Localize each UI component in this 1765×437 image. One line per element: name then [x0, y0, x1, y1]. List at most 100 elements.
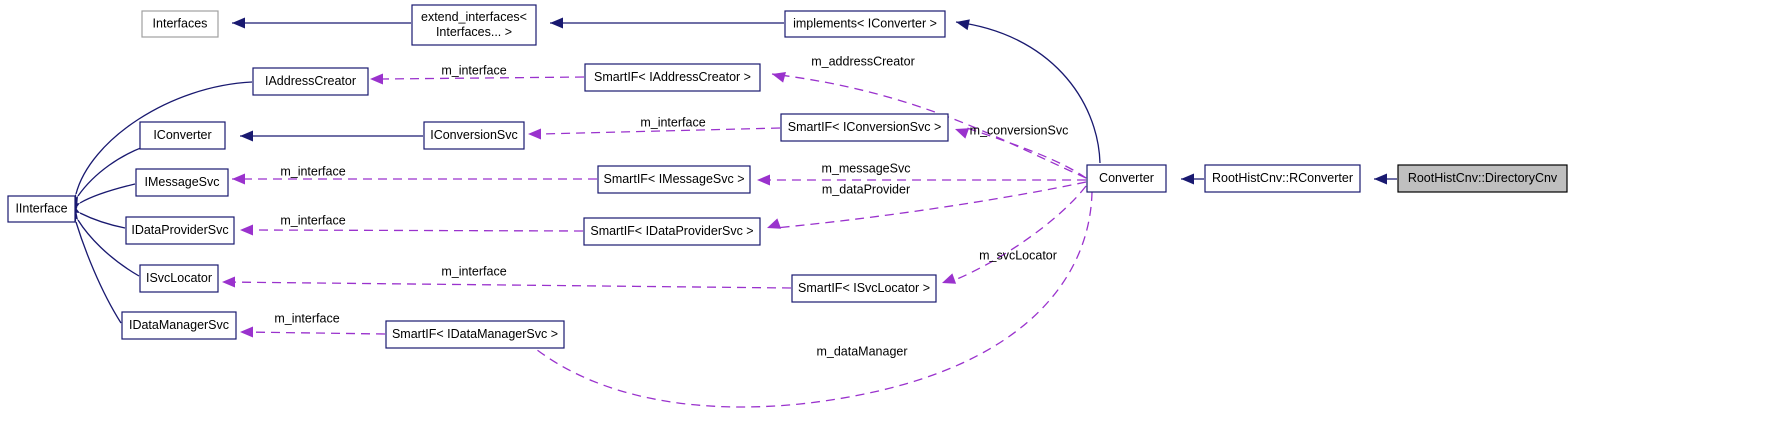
inheritance-edge: [79, 183, 136, 204]
class-node-box[interactable]: [1397, 164, 1568, 193]
inheritance-arrow-icon: [956, 19, 970, 31]
class-node-smartif_isvclocator[interactable]: SmartIF< ISvcLocator >: [791, 274, 937, 303]
class-node-box[interactable]: [141, 10, 219, 38]
class-node-label: RootHistCnv::RConverter: [1212, 171, 1353, 185]
usage-arrow-icon: [767, 218, 782, 229]
class-node-box[interactable]: [252, 67, 369, 96]
class-node-box[interactable]: [597, 165, 751, 194]
edge-label-lbl-m_interface-messagesvc: m_interface: [280, 164, 345, 178]
inheritance-arrow-icon-group: [956, 19, 970, 31]
class-node-idatamanagersvc[interactable]: IDataManagerSvc: [121, 311, 237, 340]
usage-arrow-icon: [528, 128, 541, 140]
edge-label-lbl-m_interface-conversionsvc: m_interface: [640, 115, 705, 129]
class-node-iconversionsvc[interactable]: IConversionSvc: [423, 121, 525, 150]
edge-label-lbl-m_addressCreator: m_addressCreator: [811, 54, 915, 68]
class-node-smartif_iaddresscreator[interactable]: SmartIF< IAddressCreator >: [584, 63, 761, 92]
class-node-imessagesvc[interactable]: IMessageSvc: [135, 168, 229, 197]
usage-edge: [774, 181, 1087, 229]
class-node-idataprovidersvc[interactable]: IDataProviderSvc: [125, 216, 235, 245]
class-node-box[interactable]: [1086, 164, 1167, 193]
class-node-iconverter[interactable]: IConverter: [139, 121, 226, 150]
class-node-extend_interfaces[interactable]: extend_interfaces<Interfaces... >: [411, 4, 537, 46]
class-node-implements_iconverter[interactable]: implements< IConverter >: [784, 10, 946, 38]
class-node-box[interactable]: [583, 217, 761, 246]
usage-arrow-icon-group: [955, 128, 970, 139]
class-node-box[interactable]: [780, 113, 949, 142]
class-node-box[interactable]: [1204, 164, 1361, 193]
class-node-box[interactable]: [135, 168, 229, 197]
usage-arrow-icon: [757, 174, 770, 186]
class-node-iaddresscreator[interactable]: IAddressCreator: [252, 67, 369, 96]
usage-arrow-icon-group: [757, 174, 770, 186]
usage-arrow-icon: [232, 173, 245, 185]
usage-edge: [253, 229, 584, 232]
usage-arrow-icon-group: [528, 128, 541, 140]
usage-edge: [381, 76, 585, 80]
inheritance-arrow-icon: [550, 17, 563, 29]
class-node-box[interactable]: [121, 311, 237, 340]
class-node-label: IAddressCreator: [265, 74, 356, 88]
inheritance-edge: [77, 219, 140, 277]
class-node-label: IDataManagerSvc: [129, 318, 229, 332]
usage-arrow-icon-group: [942, 273, 957, 284]
class-node-box[interactable]: [784, 10, 946, 38]
class-node-label: Converter: [1099, 171, 1154, 185]
usage-arrow-icon: [222, 276, 235, 288]
usage-arrow-icon: [240, 326, 253, 338]
usage-edge: [221, 281, 792, 289]
inheritance-arrow-icon-group: [1374, 173, 1387, 185]
edge-label-lbl-m_conversionSvc: m_conversionSvc: [970, 123, 1069, 137]
edge-label-lbl-m_svcLocator: m_svcLocator: [979, 248, 1057, 262]
usage-arrow-icon-group: [222, 276, 235, 288]
usage-edge: [949, 185, 1087, 283]
inheritance-edge: [75, 221, 122, 324]
class-node-smartif_idataprovidersvc[interactable]: SmartIF< IDataProviderSvc >: [583, 217, 761, 246]
edge-label-lbl-m_interface-datamanagersvc: m_interface: [274, 311, 339, 325]
inheritance-arrow-icon: [1181, 173, 1194, 185]
class-node-box[interactable]: [584, 63, 761, 92]
inheritance-arrow-icon-group: [232, 17, 245, 29]
class-node-smartif_iconversionsvc[interactable]: SmartIF< IConversionSvc >: [780, 113, 949, 142]
class-node-label: SmartIF< IMessageSvc >: [603, 172, 744, 186]
class-node-label: SmartIF< IConversionSvc >: [788, 120, 942, 134]
class-node-box[interactable]: [423, 121, 525, 150]
class-node-box[interactable]: [791, 274, 937, 303]
inheritance-edge: [79, 212, 126, 229]
usage-arrow-icon: [370, 73, 383, 85]
usage-arrow-icon-group: [240, 224, 253, 236]
class-node-box[interactable]: [385, 320, 565, 349]
class-nodes: Interfaces extend_interfaces<Interfaces..…: [7, 4, 1568, 349]
class-node-smartif_imessagesvc[interactable]: SmartIF< IMessageSvc >: [597, 165, 751, 194]
class-node-label: IConverter: [153, 128, 211, 142]
class-node-smartif_idatamanagersvc[interactable]: SmartIF< IDataManagerSvc >: [385, 320, 565, 349]
edge-label-lbl-m_interface-svclocator: m_interface: [441, 264, 506, 278]
usage-arrow-icon: [955, 128, 970, 139]
class-node-converter[interactable]: Converter: [1086, 164, 1167, 193]
usage-edge: [966, 127, 1087, 179]
usage-edge: [539, 127, 781, 135]
inheritance-arrow-icon-group: [240, 130, 253, 142]
class-node-directorycnv[interactable]: RootHistCnv::DirectoryCnv: [1397, 164, 1568, 193]
class-node-label: Interfaces... >: [436, 25, 512, 39]
edge-label-lbl-m_interface-addresscreator: m_interface: [441, 63, 506, 77]
class-node-label: RootHistCnv::DirectoryCnv: [1408, 171, 1558, 185]
class-node-label: IInterface: [15, 201, 67, 215]
class-node-isvclocator[interactable]: ISvcLocator: [139, 264, 219, 293]
class-node-box[interactable]: [139, 264, 219, 293]
class-node-interfaces[interactable]: Interfaces: [141, 10, 219, 38]
usage-arrow-icon-group: [232, 173, 245, 185]
class-node-box[interactable]: [125, 216, 235, 245]
inheritance-edges: [75, 21, 1397, 324]
usage-edge: [531, 191, 1093, 408]
class-node-label: SmartIF< ISvcLocator >: [798, 281, 930, 295]
class-node-label: Interfaces: [153, 16, 208, 30]
class-node-box[interactable]: [139, 121, 226, 150]
class-node-box[interactable]: [7, 195, 76, 223]
class-node-rconverter[interactable]: RootHistCnv::RConverter: [1204, 164, 1361, 193]
usage-edges: [221, 73, 1093, 408]
class-node-iinterface[interactable]: IInterface: [7, 195, 76, 223]
class-node-box[interactable]: [411, 4, 537, 46]
class-node-label: implements< IConverter >: [793, 16, 937, 30]
